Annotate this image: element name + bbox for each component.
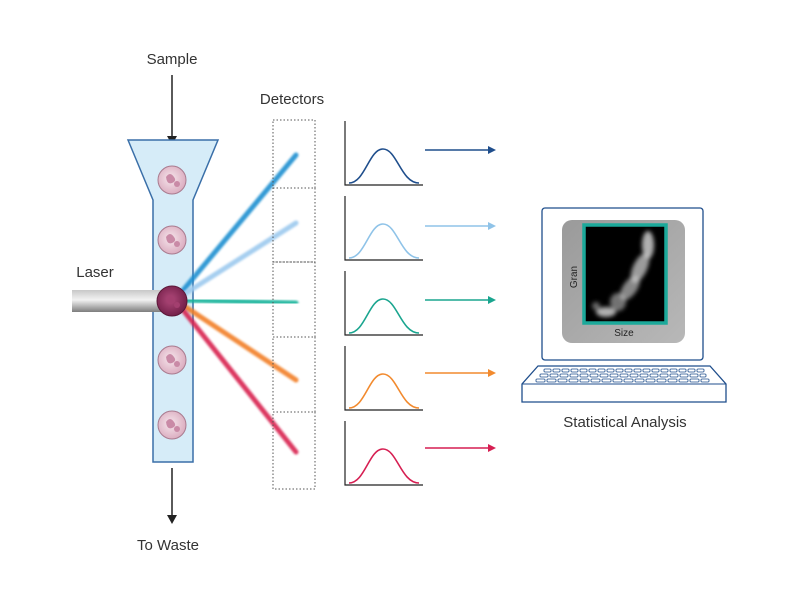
- detector-box-3: [272, 261, 316, 338]
- beam-red: [172, 297, 299, 455]
- plot-x-axis-label: Size: [614, 328, 634, 339]
- computer-monitor-icon: [541, 207, 704, 361]
- sample-arrow: [167, 75, 177, 145]
- output-arrow-2: [425, 222, 496, 230]
- keyboard-icon: [521, 365, 727, 403]
- to-waste-label: To Waste: [137, 537, 199, 554]
- sample-label: Sample: [147, 51, 198, 68]
- laser-beam: [72, 290, 172, 312]
- histograms: [344, 121, 423, 486]
- laser-label: Laser: [76, 264, 114, 281]
- output-arrow-1: [425, 146, 496, 154]
- active-cell-icon: [156, 285, 188, 317]
- output-arrows: [425, 146, 496, 452]
- beam-blue: [172, 152, 299, 303]
- histogram-3: [344, 271, 423, 336]
- output-arrow-4: [425, 369, 496, 377]
- histogram-1: [344, 121, 423, 186]
- waste-arrow: [167, 468, 177, 524]
- plot-y-axis-label: Gran: [569, 266, 580, 288]
- output-arrow-5: [425, 444, 496, 452]
- histogram-4: [344, 346, 423, 411]
- blood-cell-icon: [157, 225, 187, 255]
- scattered-light-beams: [172, 152, 299, 455]
- blood-cell-icon: [157, 165, 187, 195]
- detectors-label: Detectors: [260, 91, 324, 108]
- statistical-analysis-label: Statistical Analysis: [563, 414, 686, 431]
- beam-teal: [172, 297, 299, 306]
- output-arrow-3: [425, 296, 496, 304]
- blood-cell-icon: [157, 410, 187, 440]
- detector-box-5: [272, 411, 316, 490]
- blood-cell-icon: [157, 345, 187, 375]
- histogram-5: [344, 421, 423, 486]
- scatter-cloud: [592, 231, 654, 317]
- histogram-2: [344, 196, 423, 261]
- beam-light-blue: [172, 220, 299, 303]
- beam-orange: [172, 297, 299, 383]
- detector-box-4: [272, 336, 316, 413]
- detector-column: [272, 119, 316, 490]
- cells: [156, 165, 188, 440]
